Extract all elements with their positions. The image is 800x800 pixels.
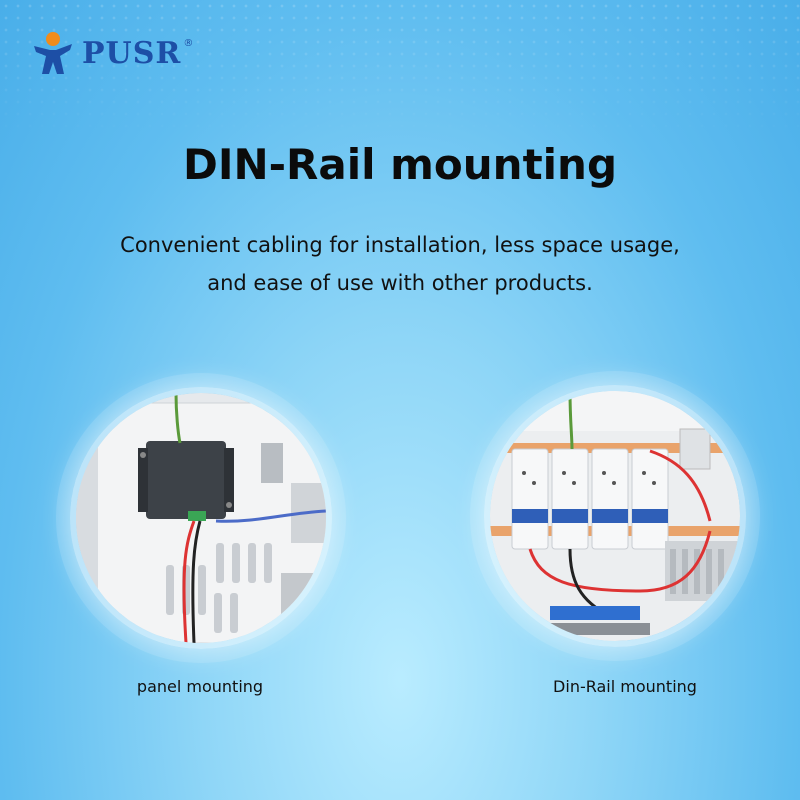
din-rail-mounting-caption: Din-Rail mounting [553,677,697,696]
dot-pattern [0,0,800,140]
din-rail-illustration [490,391,740,641]
page-title: DIN-Rail mounting [182,140,618,189]
description: Convenient cabling for installation, les… [50,226,750,302]
din-rail-mounting-photo-frame [484,385,746,647]
panel-mounting-illustration [76,393,326,643]
panel-mounting-caption: panel mounting [136,677,264,696]
panel-mounting-photo-frame [70,387,332,649]
brand-name: PUSR [82,35,182,71]
pusr-person-icon [34,32,72,74]
panel-mounting-photo [70,387,332,649]
description-line-1: Convenient cabling for installation, les… [120,233,680,257]
din-rail-mounting-photo [484,385,746,647]
registered-mark: ® [183,38,194,49]
brand-logo: PUSR ® [30,30,193,76]
description-line-2: and ease of use with other products. [207,271,593,295]
